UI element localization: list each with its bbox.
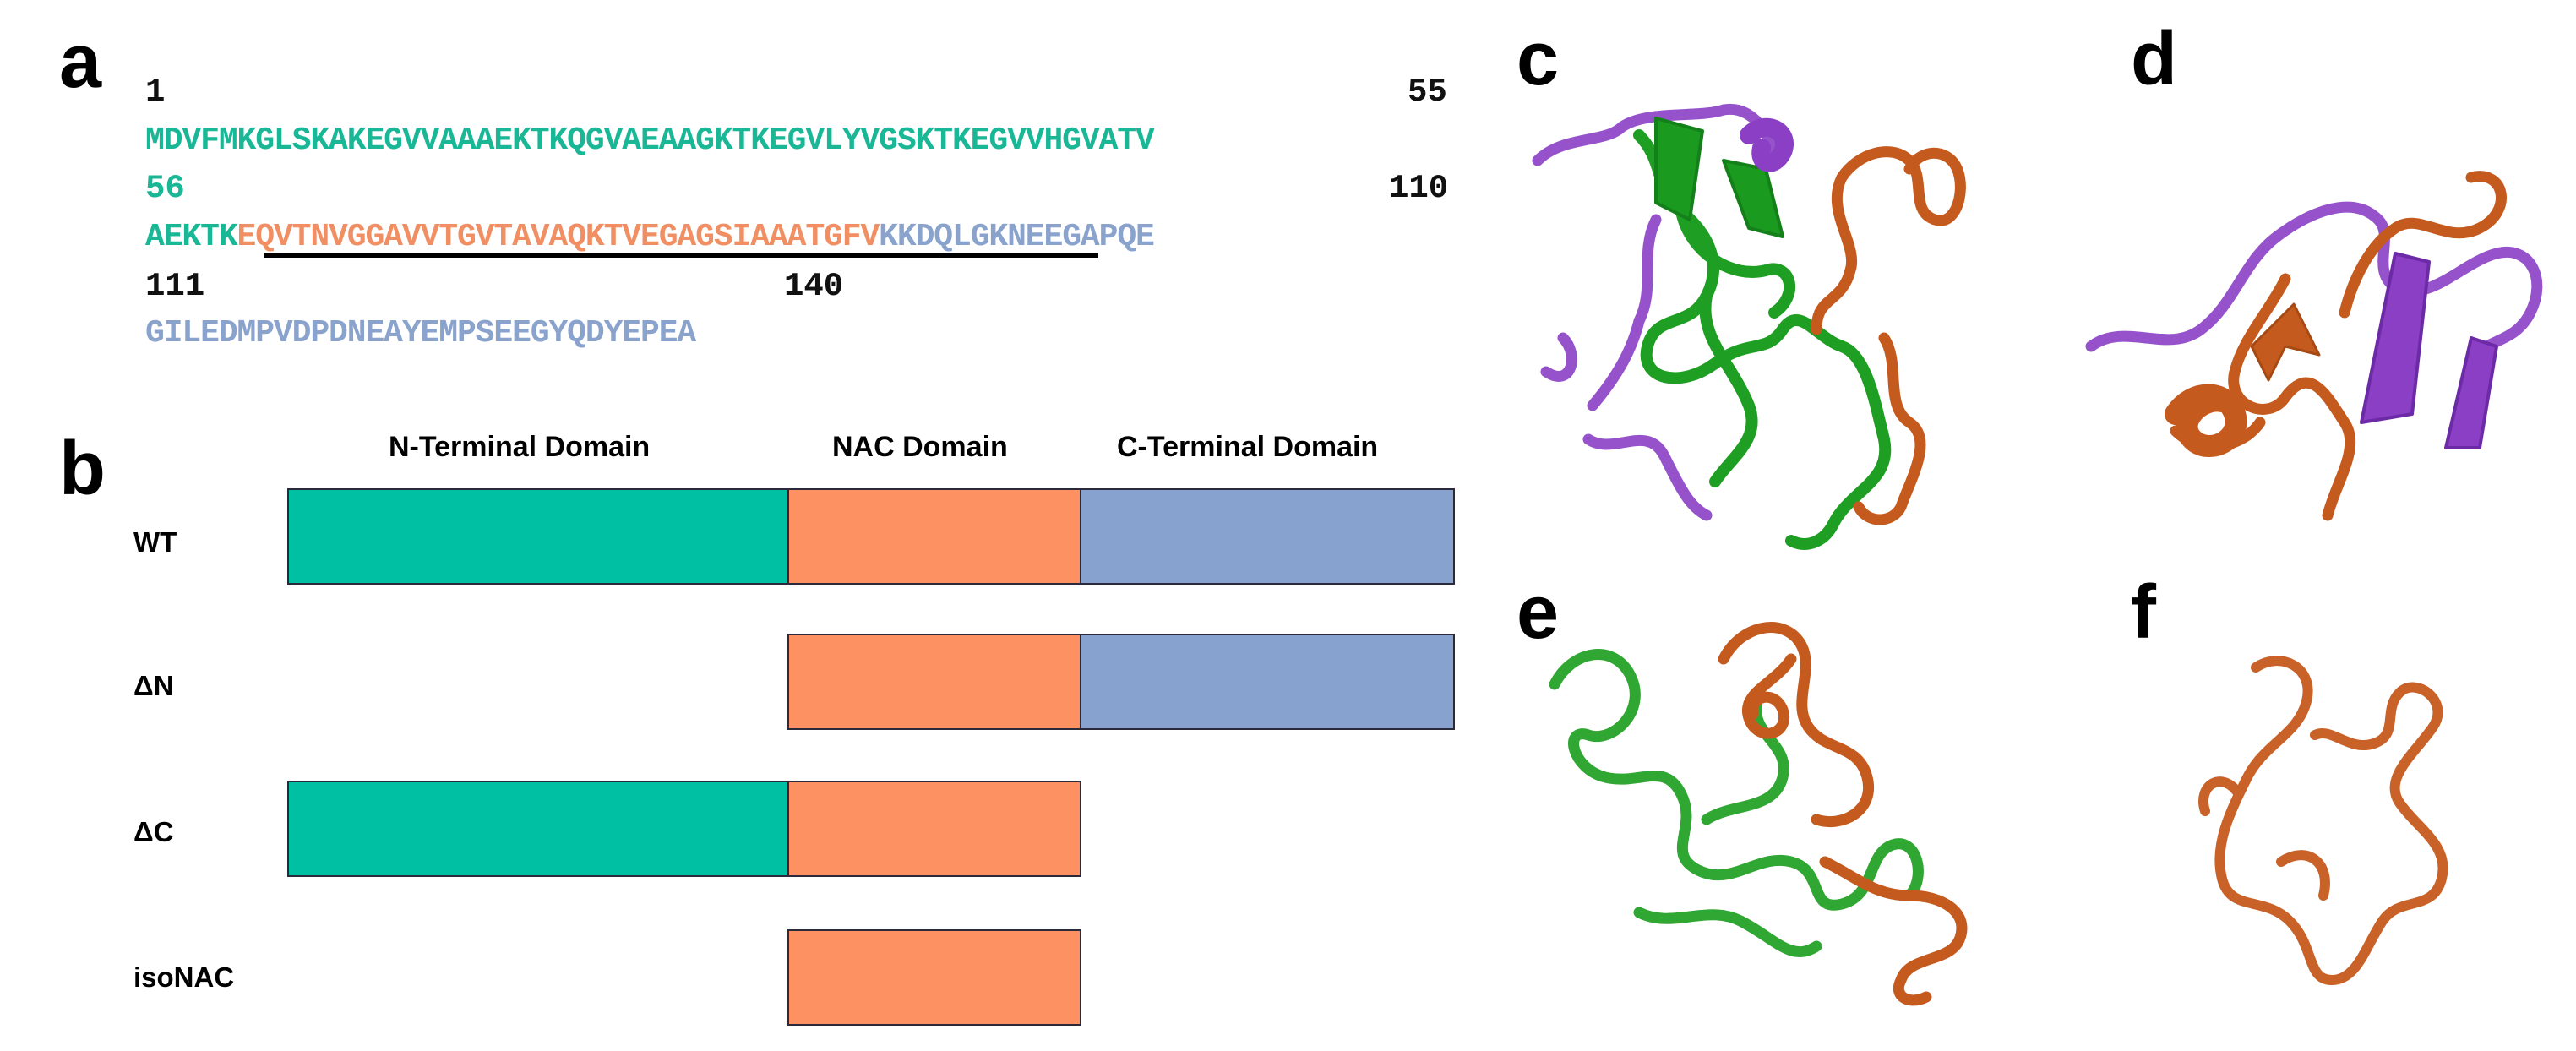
sequence-nac-segment: EQVTNVGGAVVTGVTAVAQKTVEGAGSIAAATGFV xyxy=(237,219,880,255)
structure-c-orange-tube xyxy=(1811,146,1966,526)
residue-number-55: 55 xyxy=(1408,74,1447,111)
sequence-cterm-segment: KKDQLGKNEEGAPQE xyxy=(879,219,1155,255)
residue-number-111: 111 xyxy=(145,268,205,305)
wt-nac-bar xyxy=(787,488,1081,585)
residue-number-1: 1 xyxy=(145,74,166,111)
structure-d-orange-arrow xyxy=(2250,302,2321,382)
residue-number-56: 56 xyxy=(145,170,185,207)
structure-d-orange-helix xyxy=(2165,384,2247,457)
structure-e-orange-tube xyxy=(1718,622,1968,1006)
structure-d-image xyxy=(2085,171,2543,521)
structure-d-orange-tube xyxy=(2170,171,2507,521)
cterm-domain-header: C-Terminal Domain xyxy=(1117,431,1379,463)
wt-cterm-bar xyxy=(1080,488,1455,585)
structure-e-image xyxy=(1549,622,1968,1006)
structure-c-green-tube xyxy=(1633,129,1892,550)
row-label-delta-c: ΔC xyxy=(133,816,174,847)
row-label-delta-n: ΔN xyxy=(133,670,174,701)
sequence-line-3: GILEDMPVDPDNEAYEMPSEEGYQDYEPEA xyxy=(145,315,696,351)
wt-nterm-bar xyxy=(287,488,789,585)
nac-underline xyxy=(264,253,1098,258)
row-label-isonac: isoNAC xyxy=(133,961,235,993)
panel-label-d: d xyxy=(2131,17,2177,101)
delta-c-nac-bar xyxy=(787,781,1081,877)
structure-c-image xyxy=(1532,103,1966,550)
panel-label-b: b xyxy=(59,427,106,511)
delta-n-nac-bar xyxy=(787,634,1081,730)
structure-f-image xyxy=(2198,656,2448,985)
isonac-nac-bar xyxy=(787,929,1081,1026)
structure-c-purple-tube xyxy=(1532,103,1780,521)
panel-label-f: f xyxy=(2131,570,2156,655)
structure-c-green-sheet xyxy=(1654,117,1784,238)
residue-number-110: 110 xyxy=(1389,170,1449,207)
sequence-nterm-segment: AEKTK xyxy=(145,219,238,255)
row-label-wt: WT xyxy=(133,526,177,558)
structure-c-purple-helix xyxy=(1740,117,1794,172)
panel-label-e: e xyxy=(1517,570,1560,655)
sequence-line-1: MDVFMKGLSKAKEGVVAAAEKTKQGVAEAAGKTKEGVLYV… xyxy=(145,123,1155,159)
panel-label-c: c xyxy=(1517,17,1560,101)
nac-domain-header: NAC Domain xyxy=(832,431,1008,463)
delta-n-cterm-bar xyxy=(1080,634,1455,730)
panel-label-a: a xyxy=(59,19,102,104)
structure-d-purple-sheet xyxy=(2360,252,2498,449)
residue-number-140: 140 xyxy=(784,268,844,305)
structure-f-orange-tube xyxy=(2198,656,2448,985)
nterm-domain-header: N-Terminal Domain xyxy=(389,431,651,463)
sequence-line-2: AEKTKEQVTNVGGAVVTGVTAVAQKTVEGAGSIAAATGFV… xyxy=(145,219,1155,255)
delta-c-nterm-bar xyxy=(287,781,789,877)
